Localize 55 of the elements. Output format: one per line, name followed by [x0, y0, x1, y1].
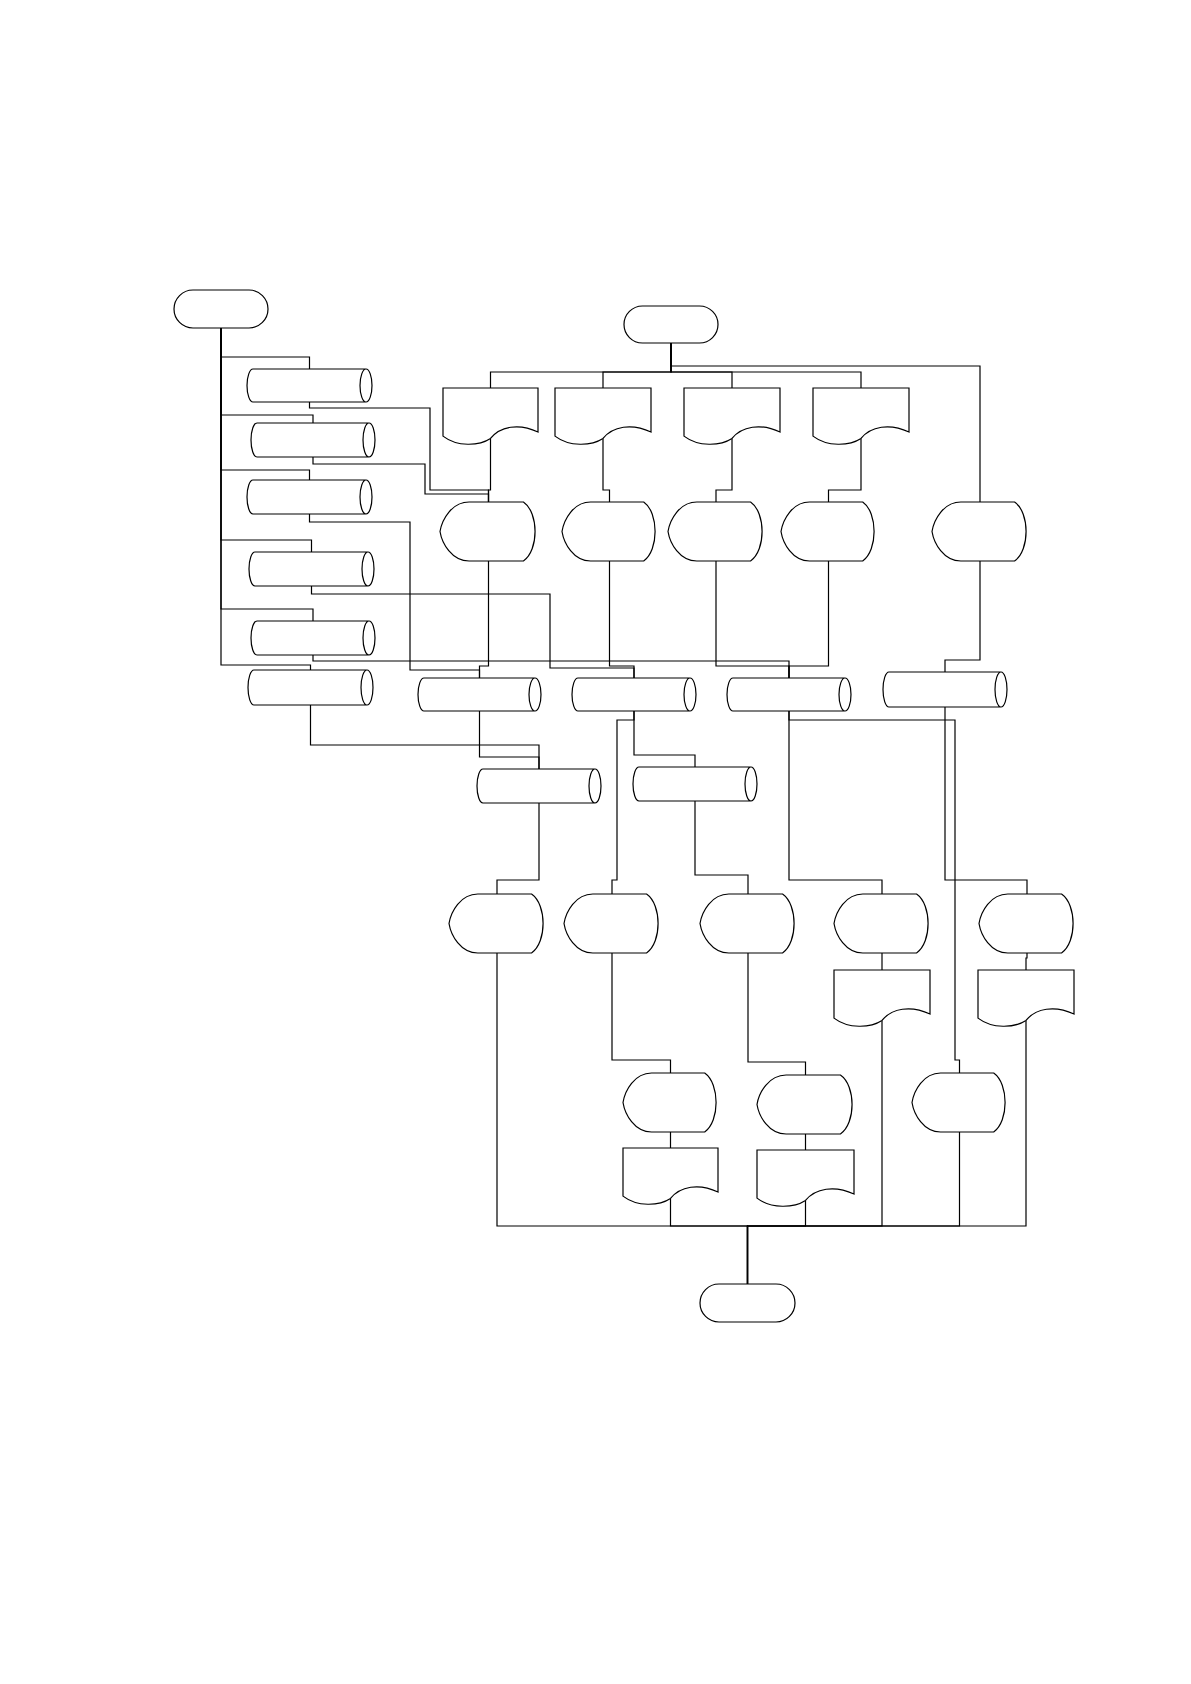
display-shape	[440, 502, 537, 561]
storage-cylinder	[633, 767, 757, 801]
connector-line	[496, 802, 540, 895]
storage-cylinder	[883, 672, 1007, 707]
display-shape	[781, 502, 876, 561]
display-shape	[757, 1075, 854, 1134]
connector-line	[944, 560, 981, 673]
display-shape	[932, 502, 1028, 561]
connector-line	[788, 560, 830, 679]
display-shape	[668, 502, 764, 561]
connector-line	[608, 560, 635, 679]
storage-cylinder	[247, 369, 372, 402]
connector-line	[478, 560, 490, 679]
connector-line	[715, 437, 733, 503]
storage-cylinder	[418, 678, 541, 711]
connector-line	[746, 1131, 961, 1285]
connector-line	[694, 800, 749, 895]
connector-line	[881, 952, 883, 971]
storage-cylinder	[247, 480, 372, 514]
storage-cylinder	[572, 678, 696, 711]
connector-line	[478, 710, 540, 770]
connector-line	[611, 952, 672, 1074]
document-shape	[443, 388, 538, 446]
connector-line	[944, 706, 1028, 895]
document-shape	[757, 1150, 854, 1208]
connector-line	[1025, 952, 1028, 971]
connector-line	[747, 952, 807, 1076]
terminal-shape	[700, 1284, 795, 1322]
display-shape	[623, 1073, 718, 1132]
storage-cylinder	[248, 670, 373, 705]
display-shape	[564, 894, 660, 953]
storage-cylinder	[249, 552, 374, 586]
document-shape	[623, 1148, 718, 1206]
document-shape	[555, 388, 651, 446]
document-shape	[813, 388, 909, 446]
connector-line	[827, 437, 862, 503]
display-shape	[979, 894, 1075, 953]
storage-cylinder	[251, 621, 375, 655]
connector-line	[611, 710, 635, 895]
document-shape	[834, 970, 930, 1028]
storage-cylinder	[477, 769, 601, 803]
display-shape	[449, 894, 545, 953]
display-shape	[912, 1073, 1007, 1132]
display-shape	[834, 894, 930, 953]
storage-cylinder	[727, 678, 851, 711]
terminal-shape	[174, 290, 268, 328]
display-shape	[562, 502, 657, 561]
terminal-shape	[624, 306, 718, 343]
connector-line	[487, 437, 492, 503]
display-shape	[700, 894, 796, 953]
document-shape	[684, 388, 780, 446]
connector-line	[602, 437, 611, 503]
storage-cylinder	[251, 423, 375, 457]
connector-line	[788, 710, 961, 1074]
document-shape	[978, 970, 1074, 1028]
